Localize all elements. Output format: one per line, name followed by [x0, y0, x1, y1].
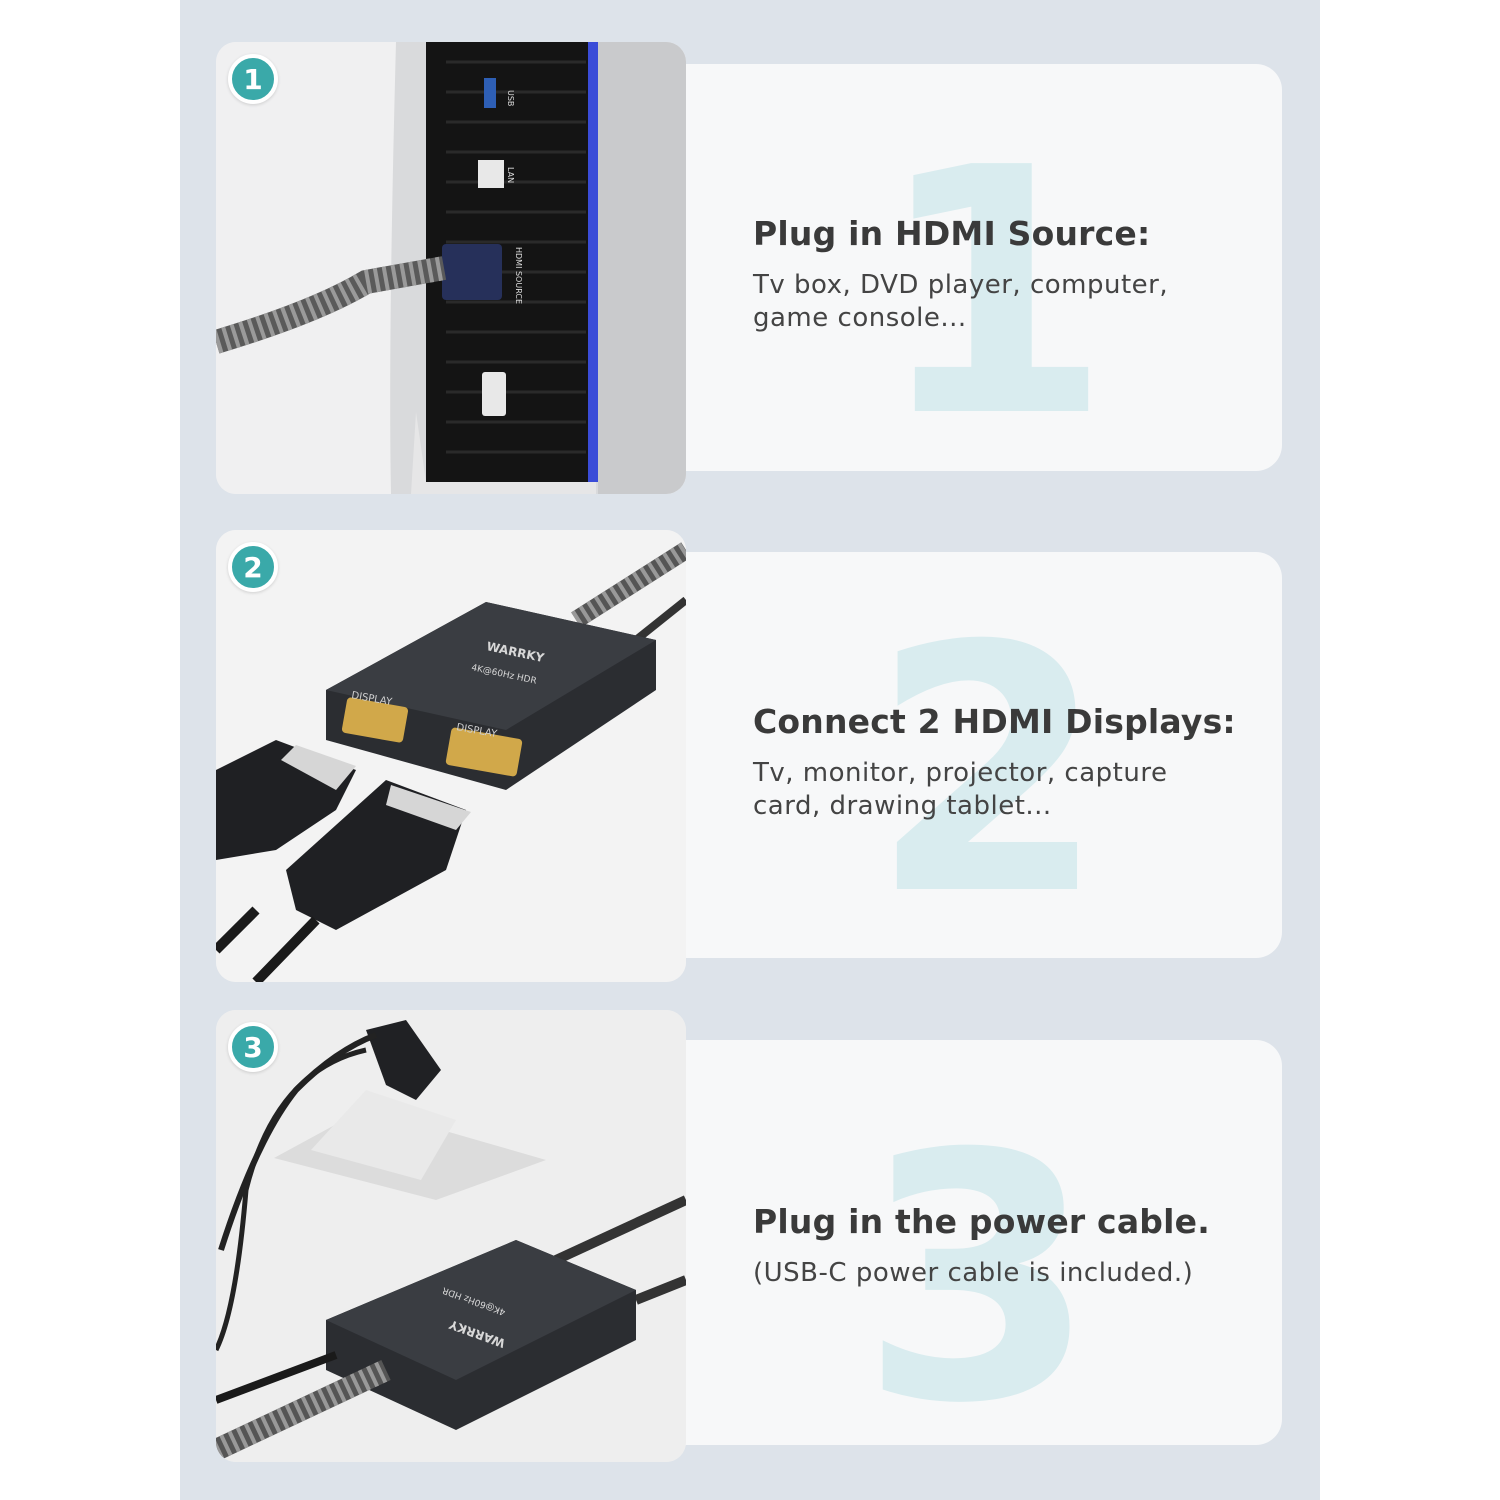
step-3-card: 3 Plug in the power cable. (USB-C power …: [660, 1040, 1282, 1445]
lan-port-label: LAN: [506, 167, 515, 183]
step-3-badge: 3: [228, 1022, 278, 1072]
step-2-watermark-number: 2: [870, 574, 1107, 958]
step-3-watermark-number: 3: [860, 1082, 1097, 1445]
step-3-title: Plug in the power cable.: [753, 1202, 1210, 1241]
hdmi-source-port-label: HDMI SOURCE: [514, 247, 523, 304]
step-3-description: (USB-C power cable is included.): [753, 1258, 1194, 1288]
usb-port-label: USB: [506, 90, 515, 106]
step-1-card: 1 Plug in HDMI Source: Tv box, DVD playe…: [660, 64, 1282, 471]
step-2-description: Tv, monitor, projector, capture card, dr…: [753, 758, 1168, 821]
step-2-title: Connect 2 HDMI Displays:: [753, 702, 1236, 741]
step-2-badge: 2: [228, 542, 278, 592]
step-1-photo: USB LAN HDMI SOURCE 1: [216, 42, 686, 494]
step-1-watermark-number: 1: [875, 96, 1112, 471]
step-1-description: Tv box, DVD player, computer, game conso…: [753, 270, 1169, 333]
step-3-photo: WARRKY 4K@60Hz HDR 3: [216, 1010, 686, 1462]
step-1-badge: 1: [228, 54, 278, 104]
step-2-photo: WARRKY 4K@60Hz HDR DISPLAY DISPLAY 2: [216, 530, 686, 982]
step-1-title: Plug in HDMI Source:: [753, 214, 1151, 253]
step-2-card: 2 Connect 2 HDMI Displays: Tv, monitor, …: [660, 552, 1282, 958]
